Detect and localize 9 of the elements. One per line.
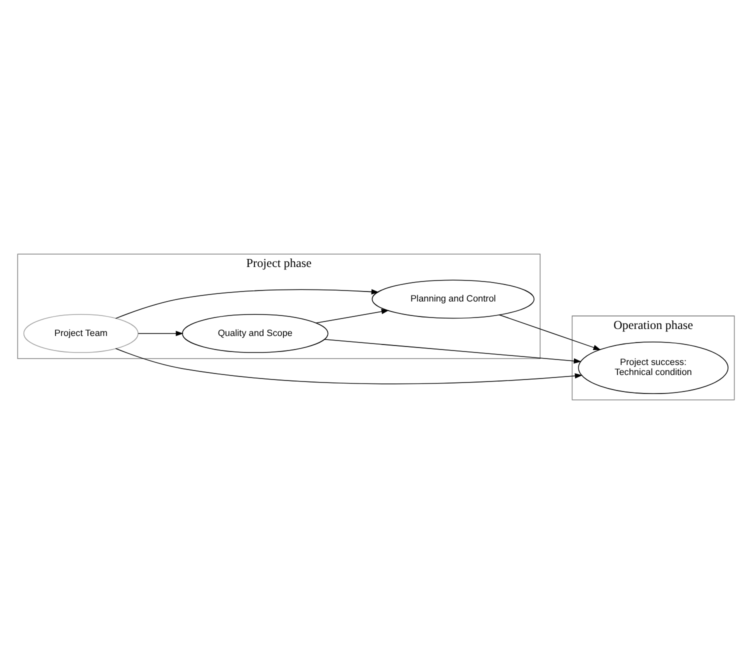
arrow: [115, 348, 583, 384]
arrow: [115, 288, 380, 318]
node-ellipse: Project Team: [23, 314, 138, 352]
node-ellipse: Project success: Technical condition: [578, 341, 728, 394]
node-ellipse: Quality and Scope: [182, 314, 328, 352]
arrow: [324, 338, 582, 364]
arrow: [498, 314, 601, 350]
arrow: [316, 308, 390, 323]
arrow: [138, 330, 184, 336]
